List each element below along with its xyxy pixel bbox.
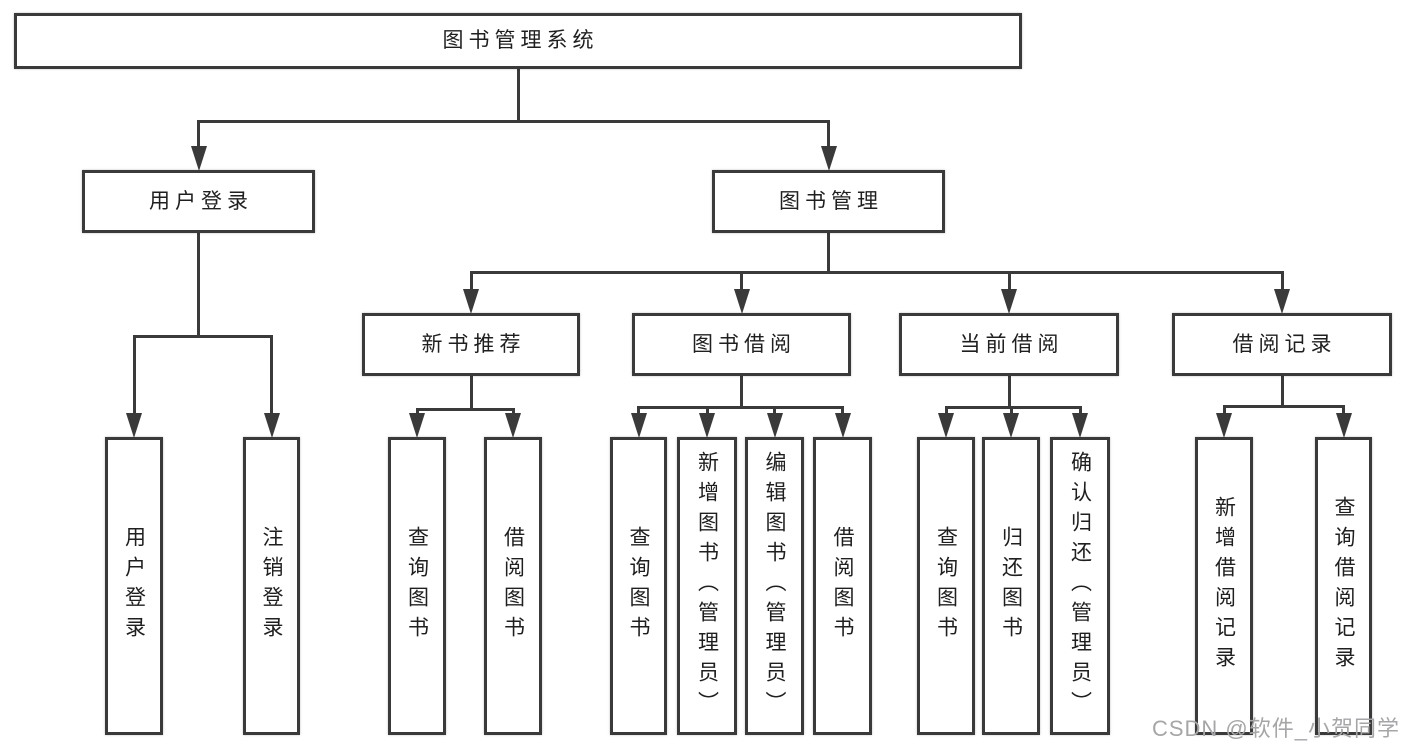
node-leaf-query-books-3: 查询图书 bbox=[917, 437, 975, 735]
node-leaf-query-books-2: 查询图书 bbox=[610, 437, 667, 735]
connector-stub-leaf-user-login bbox=[132, 335, 136, 414]
arrow-leaf-add-borrow-record bbox=[1216, 413, 1232, 438]
arrow-leaf-query-borrow-record bbox=[1335, 413, 1352, 438]
node-leaf-borrow-books-2: 借阅图书 bbox=[813, 437, 872, 735]
connector-bar-current-borrowing bbox=[944, 406, 1082, 409]
node-leaf-borrow-books-1: 借阅图书 bbox=[484, 437, 542, 735]
arrow-leaf-borrow-books-2 bbox=[834, 413, 851, 438]
node-leaf-query-books-1: 查询图书 bbox=[388, 437, 446, 735]
node-label-book-borrowing: 图书借阅 bbox=[692, 332, 796, 356]
connector-drop-current-borrowing bbox=[1007, 375, 1011, 409]
node-user-login: 用户登录 bbox=[82, 170, 315, 233]
connector-drop-book-borrowing bbox=[740, 375, 743, 409]
connector-bar-root bbox=[197, 120, 830, 123]
node-leaf-edit-books: 编辑图书（管理员） bbox=[745, 437, 804, 735]
node-leaf-query-borrow-record: 查询借阅记录 bbox=[1315, 437, 1372, 735]
node-label-leaf-user-login: 用户登录 bbox=[122, 526, 146, 646]
node-label-leaf-query-borrow-record: 查询借阅记录 bbox=[1332, 496, 1355, 676]
node-label-leaf-confirm-return: 确认归还（管理员） bbox=[1068, 451, 1092, 721]
connector-stub-leaf-logout bbox=[270, 335, 273, 414]
connector-bar-book-management bbox=[469, 271, 1284, 274]
connector-drop-new-book-recommend bbox=[469, 375, 473, 411]
arrow-leaf-add-books bbox=[699, 413, 715, 438]
node-leaf-add-borrow-record: 新增借阅记录 bbox=[1195, 437, 1253, 735]
connector-stub-book-borrowing bbox=[740, 271, 743, 290]
connector-drop-book-management bbox=[827, 232, 830, 274]
connector-stub-book-management bbox=[827, 120, 830, 147]
arrow-leaf-query-books-3 bbox=[938, 413, 954, 438]
arrow-leaf-return-books bbox=[1003, 413, 1019, 438]
connector-stub-new-book-recommend bbox=[469, 271, 473, 290]
node-label-leaf-logout: 注销登录 bbox=[260, 526, 283, 646]
node-book-borrowing: 图书借阅 bbox=[632, 313, 851, 376]
node-label-new-book-recommend: 新书推荐 bbox=[421, 332, 526, 356]
node-label-leaf-edit-books: 编辑图书（管理员） bbox=[763, 451, 786, 721]
node-label-user-login: 用户登录 bbox=[149, 189, 253, 213]
node-leaf-logout: 注销登录 bbox=[243, 437, 300, 735]
connector-bar-book-borrowing bbox=[637, 406, 844, 409]
node-borrowing-records: 借阅记录 bbox=[1172, 313, 1392, 376]
connector-bar-borrowing-records bbox=[1222, 405, 1345, 408]
connector-stub-leaf-confirm-return bbox=[1078, 406, 1082, 414]
node-label-leaf-query-books-3: 查询图书 bbox=[934, 526, 958, 646]
node-label-leaf-borrow-books-1: 借阅图书 bbox=[501, 526, 525, 646]
arrow-leaf-edit-books bbox=[766, 413, 783, 438]
connector-drop-borrowing-records bbox=[1280, 375, 1284, 408]
node-label-leaf-add-borrow-record: 新增借阅记录 bbox=[1212, 496, 1236, 676]
connector-stub-leaf-query-books-1 bbox=[415, 408, 419, 414]
arrow-leaf-query-books-2 bbox=[630, 413, 647, 438]
arrow-current-borrowing bbox=[1001, 289, 1017, 314]
connector-drop-user-login bbox=[197, 232, 200, 338]
node-label-leaf-query-books-2: 查询图书 bbox=[627, 526, 650, 646]
connector-stub-leaf-query-books-2 bbox=[637, 406, 640, 414]
node-root: 图书管理系统 bbox=[14, 13, 1022, 69]
connector-stub-leaf-borrow-books-1 bbox=[511, 408, 515, 414]
connector-stub-leaf-query-borrow-record bbox=[1342, 405, 1345, 414]
connector-stub-leaf-borrow-books-2 bbox=[841, 406, 844, 414]
node-label-borrowing-records: 借阅记录 bbox=[1232, 332, 1337, 356]
node-label-root: 图书管理系统 bbox=[442, 29, 599, 53]
node-label-leaf-borrow-books-2: 借阅图书 bbox=[831, 526, 854, 646]
arrow-borrowing-records bbox=[1274, 289, 1290, 314]
node-current-borrowing: 当前借阅 bbox=[899, 313, 1119, 376]
connector-drop-root bbox=[516, 68, 520, 123]
node-label-current-borrowing: 当前借阅 bbox=[959, 332, 1064, 356]
arrow-leaf-query-books-1 bbox=[409, 413, 425, 438]
connector-bar-user-login bbox=[132, 335, 273, 338]
arrow-leaf-logout bbox=[263, 413, 280, 438]
node-label-leaf-add-books: 新增图书（管理员） bbox=[695, 451, 719, 721]
node-leaf-add-books: 新增图书（管理员） bbox=[677, 437, 737, 735]
arrow-book-borrowing bbox=[733, 289, 750, 314]
connector-stub-borrowing-records bbox=[1280, 271, 1284, 290]
arrow-new-book-recommend bbox=[463, 289, 479, 314]
connector-stub-leaf-add-borrow-record bbox=[1222, 405, 1226, 414]
node-label-leaf-query-books-1: 查询图书 bbox=[405, 526, 429, 646]
connector-bar-new-book-recommend bbox=[415, 408, 515, 411]
connector-stub-leaf-query-books-3 bbox=[944, 406, 948, 414]
csdn-watermark: CSDN @软件_小贺同学 bbox=[1151, 716, 1400, 741]
arrow-leaf-user-login bbox=[126, 413, 142, 438]
node-label-book-management: 图书管理 bbox=[779, 189, 883, 213]
arrow-book-management bbox=[820, 146, 837, 171]
node-leaf-confirm-return: 确认归还（管理员） bbox=[1050, 437, 1110, 735]
arrow-leaf-confirm-return bbox=[1072, 413, 1088, 438]
arrow-user-login bbox=[190, 146, 207, 171]
arrow-leaf-borrow-books-1 bbox=[505, 413, 521, 438]
connector-stub-leaf-add-books bbox=[705, 406, 709, 414]
node-label-leaf-return-books: 归还图书 bbox=[999, 526, 1023, 646]
connector-stub-user-login bbox=[197, 120, 200, 147]
connector-stub-current-borrowing bbox=[1007, 271, 1011, 290]
node-leaf-user-login: 用户登录 bbox=[105, 437, 163, 735]
node-new-book-recommend: 新书推荐 bbox=[362, 313, 580, 376]
node-leaf-return-books: 归还图书 bbox=[982, 437, 1040, 735]
connector-stub-leaf-return-books bbox=[1009, 406, 1013, 414]
connector-stub-leaf-edit-books bbox=[773, 406, 776, 414]
node-book-management: 图书管理 bbox=[712, 170, 945, 233]
